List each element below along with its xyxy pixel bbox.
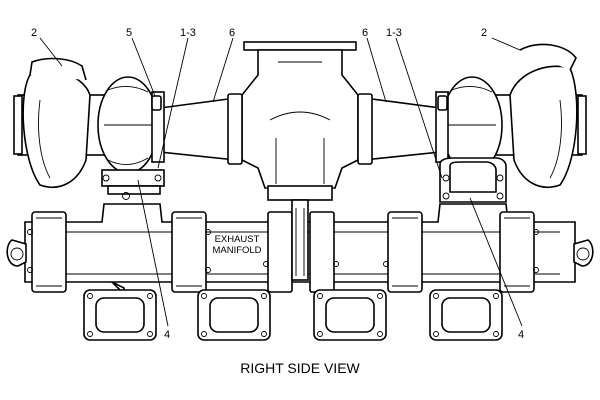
manifold-label-line1: EXHAUST [215, 234, 260, 245]
callout-right-gasket: 4 [518, 329, 524, 341]
callout-right-bolts: 1-3 [386, 27, 402, 39]
manifold-label-line2: MANIFOLD [212, 245, 261, 256]
callout-left-pipe: 6 [229, 27, 235, 39]
callout-left-clamp: 5 [126, 27, 132, 39]
crossover-pipe-left [159, 97, 237, 161]
exhaust-port-4 [429, 289, 503, 341]
turbo-mount-right [439, 157, 507, 203]
turbocharger-left [22, 57, 165, 189]
manifold-flanges [27, 199, 539, 293]
exhaust-port-3 [313, 289, 387, 341]
callout-left-gasket: 4 [164, 329, 170, 341]
exhaust-ports [83, 281, 503, 341]
turbo-mount-left [101, 169, 165, 200]
exhaust-port-2 [197, 289, 271, 341]
view-caption: RIGHT SIDE VIEW [240, 360, 360, 376]
callout-left-turbo: 2 [31, 27, 37, 39]
callout-right-turbo: 2 [481, 27, 487, 39]
crossover-pipe-right [363, 97, 441, 161]
leader-lines [39, 37, 523, 327]
exhaust-port-1 [83, 281, 157, 341]
center-t-housing [227, 41, 373, 201]
callout-right-pipe: 6 [362, 27, 368, 39]
callout-left-bolts: 1-3 [180, 27, 196, 39]
turbocharger-right [435, 43, 578, 189]
